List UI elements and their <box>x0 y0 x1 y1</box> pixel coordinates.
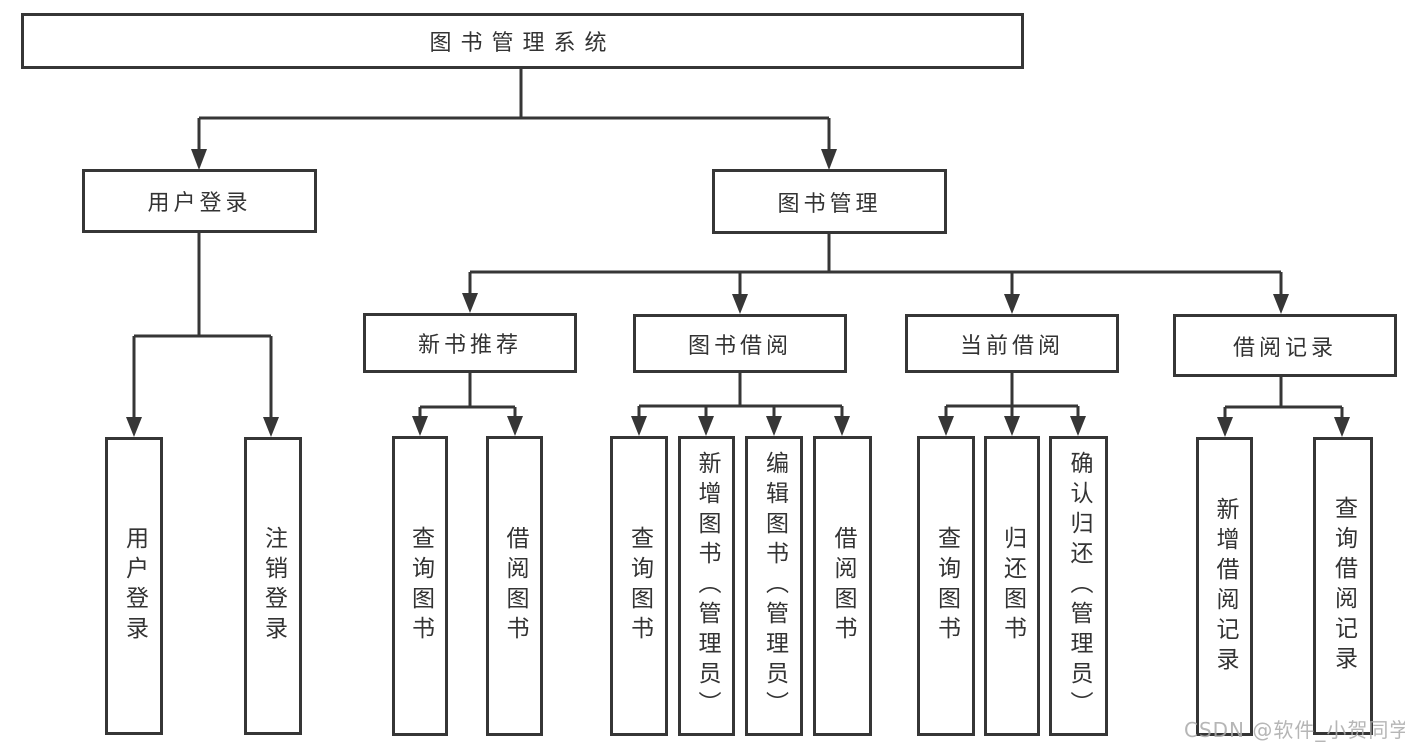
leaf-borrow-books: 借阅图书 <box>486 436 543 736</box>
leaf-borrow-books: 借阅图书 <box>813 436 872 736</box>
arrowheads-root <box>191 149 837 170</box>
leaf-query-borrow-record: 查询借阅记录 <box>1313 437 1373 735</box>
connector-root-branches <box>197 69 831 152</box>
leaf-add-books-admin: 新增图书（管理员） <box>678 436 735 736</box>
node-user-login: 用户登录 <box>82 169 317 233</box>
node-book-management: 图书管理 <box>712 169 947 234</box>
arrowheads-new-book-rec <box>412 416 523 436</box>
leaf-edit-books-admin: 编辑图书（管理员） <box>745 436 803 736</box>
leaf-confirm-return-admin: 确认归还（管理员） <box>1049 436 1108 736</box>
connector-new-book-rec <box>418 373 517 418</box>
connector-book-borrow <box>637 373 844 418</box>
connector-borrow-record <box>1223 377 1344 419</box>
leaf-return-books: 归还图书 <box>984 436 1040 736</box>
arrowheads-user-login <box>126 417 279 437</box>
arrowheads-book-mgmt <box>462 293 1289 314</box>
leaf-logout: 注销登录 <box>244 437 302 735</box>
leaf-add-borrow-record: 新增借阅记录 <box>1196 437 1253 736</box>
connector-current-borrow <box>944 373 1080 418</box>
node-book-borrowing: 图书借阅 <box>633 314 847 373</box>
arrowheads-book-borrow <box>631 416 850 436</box>
connector-user-login <box>132 233 273 419</box>
arrowheads-borrow-record <box>1217 417 1350 437</box>
leaf-query-books: 查询图书 <box>917 436 975 736</box>
node-borrowing-records: 借阅记录 <box>1173 314 1397 377</box>
csdn-watermark: CSDN @软件_小贺同学 <box>1184 718 1405 742</box>
leaf-user-login: 用户登录 <box>105 437 163 735</box>
arrowheads-current-borrow <box>938 416 1086 436</box>
leaf-query-books: 查询图书 <box>610 436 668 736</box>
node-new-book-recommend: 新书推荐 <box>363 313 577 373</box>
connector-book-mgmt <box>468 234 1283 296</box>
leaf-query-books: 查询图书 <box>392 436 448 736</box>
node-library-system: 图书管理系统 <box>21 13 1024 69</box>
node-current-borrowing: 当前借阅 <box>905 314 1119 373</box>
